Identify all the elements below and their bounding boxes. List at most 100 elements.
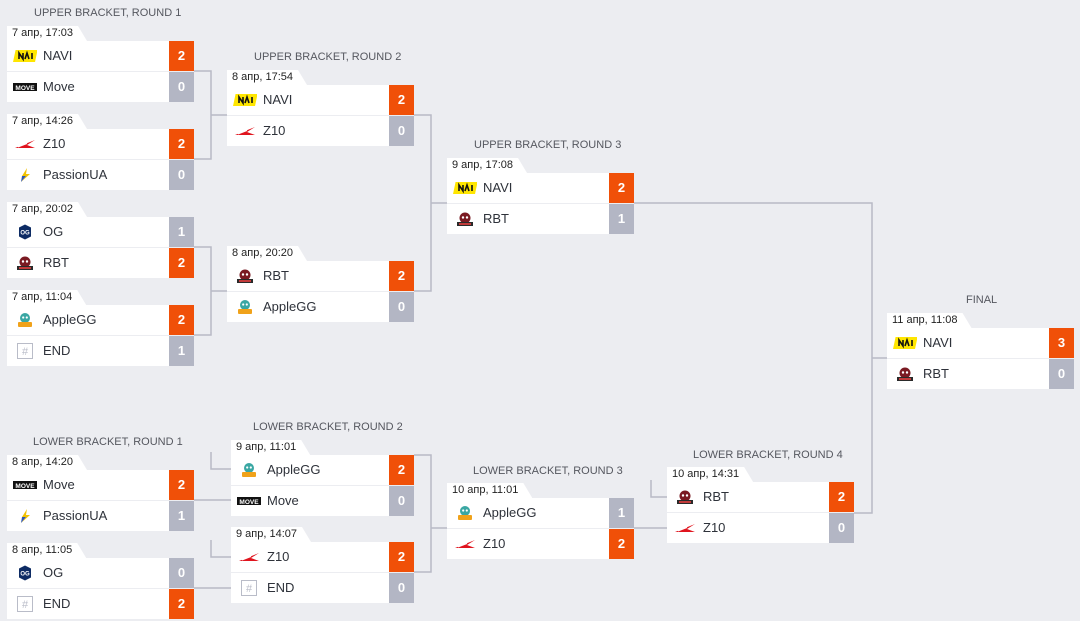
og-logo-icon: OG bbox=[13, 565, 37, 581]
applegg-logo-icon bbox=[453, 505, 477, 521]
team-score: 2 bbox=[389, 455, 414, 485]
end-logo-icon: # bbox=[237, 580, 261, 596]
match-date: 8 апр, 17:54 bbox=[227, 70, 307, 85]
team-score: 2 bbox=[609, 173, 634, 203]
team-score: 2 bbox=[389, 261, 414, 291]
z10-logo-icon bbox=[453, 536, 477, 552]
team-score: 2 bbox=[169, 41, 194, 71]
round-title-lb-r4: LOWER BRACKET, ROUND 4 bbox=[693, 449, 843, 461]
team-name: AppleGG bbox=[43, 312, 97, 327]
applegg-logo-icon bbox=[13, 312, 37, 328]
team-row[interactable]: NAVI 3 bbox=[887, 328, 1074, 358]
team-score: 0 bbox=[389, 292, 414, 322]
team-score: 3 bbox=[1049, 328, 1074, 358]
rbt-logo-icon bbox=[453, 211, 477, 227]
match-date: 10 апр, 14:31 bbox=[667, 467, 753, 482]
connector-ub2 bbox=[414, 114, 447, 292]
team-name: END bbox=[43, 596, 71, 611]
match-date: 9 апр, 14:07 bbox=[231, 527, 311, 542]
navi-logo-icon bbox=[233, 92, 258, 108]
team-score: 2 bbox=[169, 305, 194, 335]
z10-logo-icon bbox=[673, 520, 697, 536]
z10-logo-icon bbox=[237, 549, 261, 565]
team-name: RBT bbox=[483, 211, 509, 226]
team-name: END bbox=[43, 343, 71, 358]
team-score: 1 bbox=[169, 217, 194, 247]
team-row[interactable]: NAVI 2 bbox=[227, 85, 414, 115]
team-name: NAVI bbox=[923, 335, 953, 350]
rbt-logo-icon bbox=[893, 366, 917, 382]
team-name: END bbox=[267, 580, 295, 595]
match-date: 8 апр, 14:20 bbox=[7, 455, 87, 470]
team-name: Z10 bbox=[263, 123, 286, 138]
svg-text:OG: OG bbox=[20, 572, 30, 578]
team-name: RBT bbox=[43, 255, 69, 270]
team-name: RBT bbox=[703, 489, 729, 504]
round-title-ub-r3: UPPER BRACKET, ROUND 3 bbox=[474, 139, 622, 151]
team-name: NAVI bbox=[263, 92, 293, 107]
connector-lb3 bbox=[634, 480, 667, 529]
team-row[interactable]: NAVI 2 bbox=[447, 173, 634, 203]
team-score: 2 bbox=[169, 129, 194, 159]
svg-text:#: # bbox=[246, 583, 253, 595]
team-score: 2 bbox=[389, 85, 414, 115]
team-name: Z10 bbox=[43, 136, 66, 151]
navi-logo-icon bbox=[13, 48, 38, 64]
team-score: 2 bbox=[169, 589, 194, 619]
match-date: 9 апр, 17:08 bbox=[447, 158, 527, 173]
team-row[interactable]: Z10 0 bbox=[227, 116, 414, 146]
team-score: 1 bbox=[609, 204, 634, 234]
match-date: 9 апр, 11:01 bbox=[231, 440, 310, 455]
team-score: 2 bbox=[389, 542, 414, 572]
team-row[interactable]: RBT 2 bbox=[227, 261, 414, 291]
team-row[interactable]: AppleGG 2 bbox=[7, 305, 194, 335]
team-row[interactable]: Z10 2 bbox=[7, 129, 194, 159]
team-row[interactable]: AppleGG 1 bbox=[447, 498, 634, 528]
svg-text:#: # bbox=[22, 346, 29, 358]
match-date: 8 апр, 11:05 bbox=[7, 543, 86, 558]
team-name: RBT bbox=[263, 268, 289, 283]
navi-logo-icon bbox=[893, 335, 918, 351]
rbt-logo-icon bbox=[13, 255, 37, 271]
connector-ub1-top bbox=[194, 70, 227, 160]
match-date: 8 апр, 20:20 bbox=[227, 246, 307, 261]
match-date: 7 апр, 11:04 bbox=[7, 290, 86, 305]
team-score: 0 bbox=[389, 116, 414, 146]
navi-logo-icon bbox=[453, 180, 478, 196]
match-date: 7 апр, 14:26 bbox=[7, 114, 87, 129]
team-score: 1 bbox=[169, 336, 194, 366]
team-name: PassionUA bbox=[43, 508, 108, 523]
team-name: Z10 bbox=[703, 520, 726, 535]
svg-text:#: # bbox=[22, 599, 29, 611]
team-row[interactable]: # END 2 bbox=[7, 589, 194, 619]
team-name: NAVI bbox=[483, 180, 513, 195]
round-title-ub-r1: UPPER BRACKET, ROUND 1 bbox=[34, 7, 182, 19]
team-name: Z10 bbox=[483, 536, 506, 551]
svg-text:MOVE: MOVE bbox=[15, 85, 35, 92]
match-date: 11 апр, 11:08 bbox=[887, 313, 972, 328]
team-name: Move bbox=[267, 493, 299, 508]
team-name: AppleGG bbox=[483, 505, 537, 520]
team-row[interactable]: RBT 1 bbox=[447, 204, 634, 234]
team-score: 1 bbox=[609, 498, 634, 528]
team-row[interactable]: # END 1 bbox=[7, 336, 194, 366]
connector-ub1-bottom bbox=[194, 246, 227, 336]
